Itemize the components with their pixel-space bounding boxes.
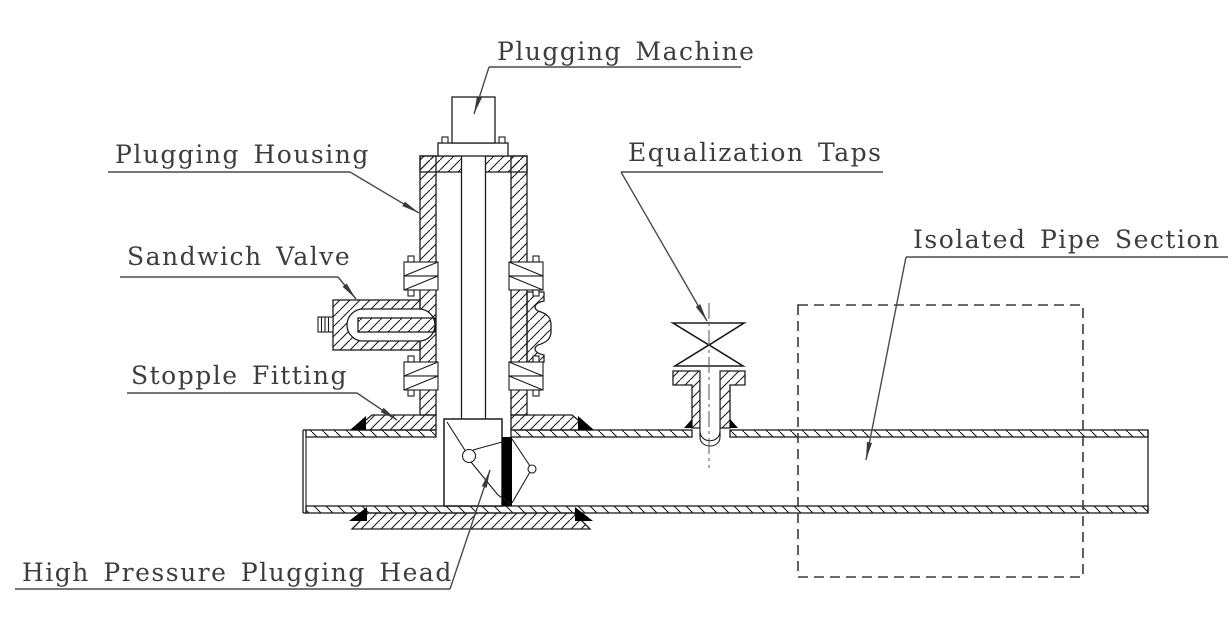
- stopple-fitting: [349, 414, 594, 530]
- plugging-machine: [437, 96, 509, 157]
- linkage-pivot: [461, 448, 477, 464]
- equalization-tap: [670, 303, 747, 468]
- flange-left: [403, 355, 439, 397]
- label-plugging-machine: Plugging Machine: [473, 37, 755, 115]
- label-high-pressure-plugging-head: High Pressure Plugging Head: [15, 469, 491, 590]
- label-sandwich-valve: Sandwich Valve: [120, 242, 357, 300]
- label-text: High Pressure Plugging Head: [22, 558, 453, 587]
- weld-bead: [575, 507, 593, 521]
- label-text: Equalization Taps: [628, 138, 882, 167]
- weld-bead: [684, 419, 692, 428]
- plugging-head-seal: [502, 437, 512, 506]
- label-text: Isolated Pipe Section: [913, 225, 1221, 254]
- label-equalization-taps: Equalization Taps: [620, 138, 883, 322]
- sandwich-valve: [317, 291, 552, 363]
- linkage-pin: [527, 464, 537, 474]
- weld-bead: [349, 507, 367, 521]
- label-stopple-fitting: Stopple Fitting: [127, 361, 398, 421]
- label-isolated-pipe-section: Isolated Pipe Section: [865, 225, 1228, 461]
- weld-bead: [578, 416, 594, 430]
- valve-body-right: [526, 291, 552, 363]
- valve-actuator-stub: [317, 316, 334, 333]
- label-text: Plugging Machine: [497, 37, 755, 66]
- label-text: Stopple Fitting: [131, 361, 348, 390]
- pipe-left-end-cap: [302, 429, 307, 514]
- flange-right: [508, 255, 544, 297]
- isolated-pipe-section-outline: [797, 304, 1084, 578]
- flange-housing-to-valve: [403, 255, 544, 297]
- label-text: Plugging Housing: [115, 140, 370, 169]
- flange-left: [403, 255, 439, 297]
- high-pressure-plugging-head: [443, 418, 537, 507]
- weld-bead: [350, 416, 366, 430]
- label-text: Sandwich Valve: [127, 242, 351, 271]
- plugging-shaft: [460, 156, 487, 419]
- flange-right: [508, 355, 544, 397]
- label-plugging-housing: Plugging Housing: [108, 140, 420, 214]
- tap-bore: [699, 371, 721, 447]
- pipe: [302, 429, 1149, 514]
- weld-bead: [730, 419, 738, 428]
- flange-valve-to-fitting: [403, 355, 544, 397]
